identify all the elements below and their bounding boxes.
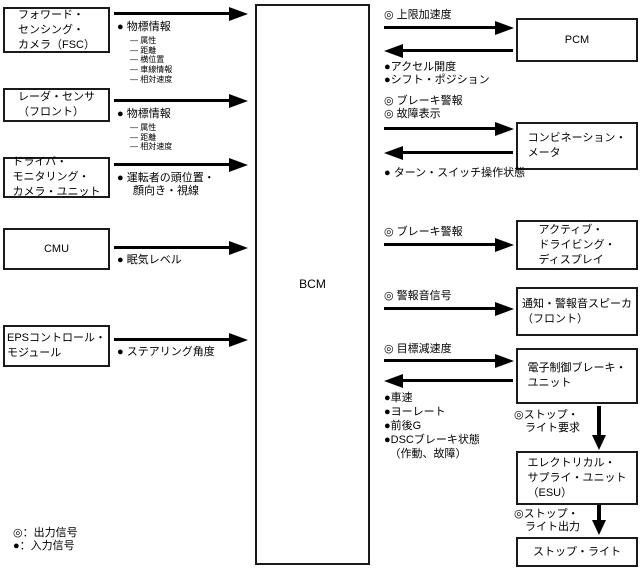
arrow-brake-unit-to-esu — [591, 406, 606, 450]
legend-output-signal: ◎：出力信号 — [13, 527, 78, 539]
signal-fsc-details: — 属性 — 距離 — 横位置 — 車線情報 — 相対速度 — [130, 36, 172, 85]
signal-malfunction-display: ◎ 故障表示 — [384, 108, 441, 120]
signal-accelerator-opening: ●アクセル開度 — [384, 61, 457, 73]
signal-dsc-brake-status-note: （作動、故障） — [384, 448, 467, 460]
signal-target-deceleration: ◎ 目標減速度 — [384, 343, 452, 355]
signal-detail: — 相対速度 — [130, 142, 173, 152]
arrow-radar-to-bcm — [114, 93, 248, 108]
arrow-eps-to-bcm — [114, 332, 248, 347]
node-combination-meter: コンビネーション・ メータ — [516, 122, 638, 170]
arrow-pcm-to-bcm — [384, 43, 513, 58]
signals-brake-unit-inputs: ●車速 ●ヨーレート ●前後G ●DSCブレーキ状態 （作動、故障） — [384, 391, 480, 461]
arrow-bcm-to-pcm — [384, 20, 514, 35]
node-driver-monitoring-camera: ドライバ・ モニタリング・ カメラ・ユニット — [3, 156, 110, 198]
node-electrical-supply-unit: エレクトリカル・ サプライ・ユニット （ESU） — [516, 451, 638, 505]
signals-meter-outputs: ◎ ブレーキ警報 ◎ 故障表示 — [384, 95, 463, 121]
signal-fsc: ● 物標情報 — [117, 21, 171, 33]
signal-longitudinal-g: ●前後G — [384, 420, 422, 432]
arrow-bcm-to-speaker — [384, 301, 514, 316]
node-pcm: PCM — [516, 18, 638, 62]
signal-detail: — 距離 — [130, 132, 157, 142]
signal-stop-light-output: ◎ストップ・ ライト出力 — [514, 508, 580, 533]
signals-pcm-inputs: ●アクセル開度 ●シフト・ポジション — [384, 61, 490, 87]
signal-warning-sound: ◎ 警報音信号 — [384, 290, 452, 302]
node-radar-sensor-front: レーダ・センサ （フロント） — [3, 88, 110, 122]
node-active-driving-display: アクティブ・ ドライビング・ ディスプレイ — [516, 220, 638, 270]
signal-detail: — 横位置 — [130, 55, 165, 65]
arrow-bcm-to-brake-unit — [384, 353, 514, 368]
node-stop-light: ストップ・ライト — [516, 537, 638, 567]
node-eps-control-module: EPSコントロール・ モジュール — [3, 325, 110, 367]
arrow-bcm-to-active-driving-display — [384, 237, 514, 252]
signal-radar: ● 物標情報 — [117, 108, 171, 120]
signal-turn-switch-status: ● ターン・スイッチ操作状態 — [384, 167, 526, 179]
arrow-cmu-to-bcm — [114, 240, 248, 255]
legend-input-signal: ●：入力信号 — [13, 540, 75, 552]
node-cmu: CMU — [3, 228, 110, 270]
arrow-combination-meter-to-bcm — [384, 145, 513, 160]
arrow-esu-to-stop-light — [591, 505, 606, 535]
signal-detail: — 属性 — [130, 123, 157, 132]
node-electric-brake-unit: 電子制御ブレーキ・ ユニット — [516, 348, 638, 404]
arrow-fsc-to-bcm — [114, 6, 248, 21]
signal-stop-light-request: ◎ストップ・ ライト要求 — [514, 409, 580, 434]
signal-detail: — 属性 — [130, 36, 157, 45]
signal-dsc-brake-status: ●DSCブレーキ状態 — [384, 434, 480, 446]
signal-detail: — 距離 — [130, 45, 157, 55]
signal-shift-position: ●シフト・ポジション — [384, 74, 490, 86]
signal-brake-warning-add: ◎ ブレーキ警報 — [384, 226, 463, 238]
arrow-driver-monitor-to-bcm — [114, 157, 248, 172]
signal-detail: — 車線情報 — [130, 65, 173, 75]
arrow-brake-unit-to-bcm — [384, 373, 513, 388]
signal-vehicle-speed: ●車速 — [384, 392, 413, 404]
signal-detail: — 相対速度 — [130, 74, 173, 84]
signal-yaw-rate: ●ヨーレート — [384, 406, 446, 418]
arrow-bcm-to-combination-meter — [384, 121, 514, 136]
node-warning-speaker-front: 通知・警報音スピーカ （フロント） — [516, 287, 638, 336]
signal-eps: ● ステアリング角度 — [117, 346, 215, 358]
signal-brake-warning: ◎ ブレーキ警報 — [384, 95, 463, 107]
signal-cmu: ● 眠気レベル — [117, 254, 182, 266]
signal-upper-limit-acceleration: ◎ 上限加速度 — [384, 9, 452, 21]
node-bcm: BCM — [255, 4, 370, 565]
signal-radar-details: — 属性 — 距離 — 相対速度 — [130, 123, 172, 152]
signal-driver-monitor: ● 運転者の頭位置・ 顔向き・視線 — [117, 172, 215, 197]
node-forward-sensing-camera: フォワード・ センシング・ カメラ（FSC） — [3, 7, 110, 53]
